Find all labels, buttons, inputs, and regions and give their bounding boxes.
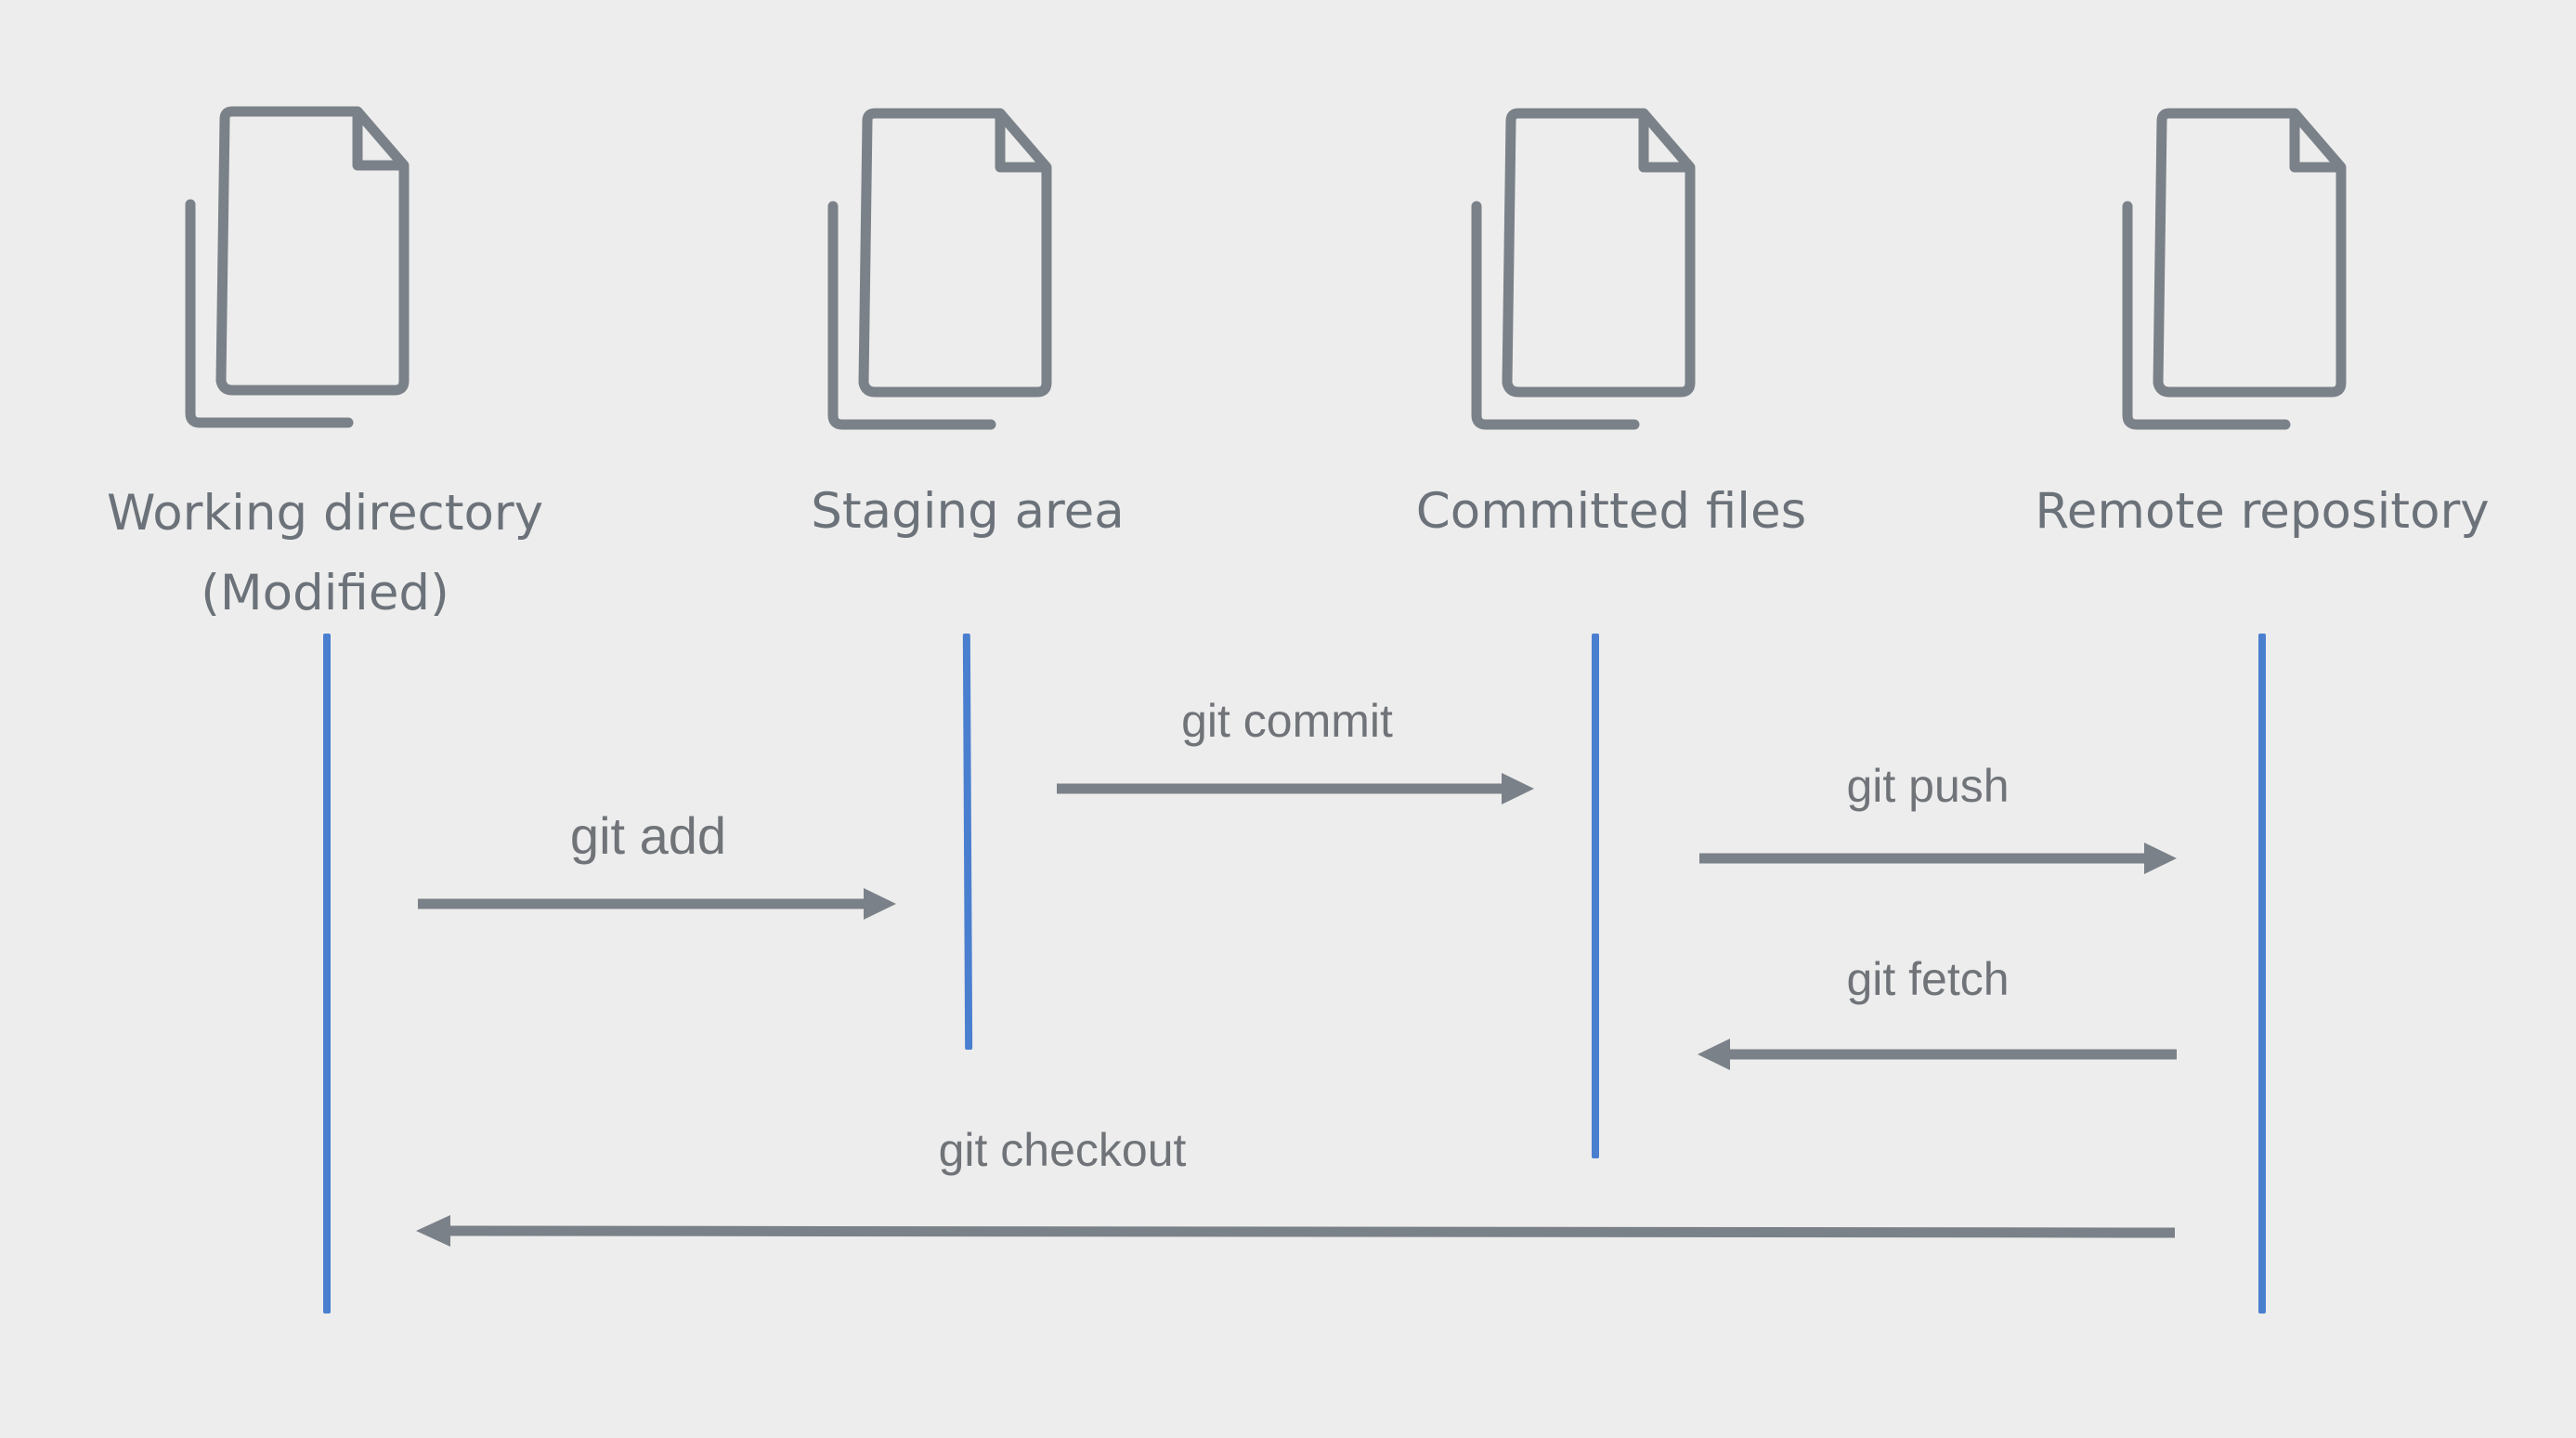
lane-title-working-directory: Working directory (Modified): [28, 474, 622, 634]
lifeline-committed-files: [1592, 634, 1599, 1158]
lane-title-line1: Staging area: [811, 483, 1125, 540]
document-stack-icon: [2122, 108, 2347, 430]
arrow-git-fetch: [1698, 1039, 2177, 1070]
document-stack-icon: [1471, 108, 1696, 430]
arrow-git-push: [1699, 843, 2177, 874]
document-stack-icon: [827, 108, 1052, 430]
arrow-git-add: [418, 888, 896, 920]
label-git-add: git add: [569, 806, 727, 865]
label-git-fetch: git fetch: [1846, 953, 2010, 1005]
document-stack-icon: [185, 106, 410, 428]
lane-title-committed-files: Committed files: [1314, 472, 1908, 552]
lifeline-remote-repository: [2258, 634, 2266, 1314]
lifeline-working-directory: [323, 634, 331, 1314]
lane-title-line1: Remote repository: [2035, 483, 2490, 540]
label-git-checkout: git checkout: [938, 1124, 1187, 1176]
label-git-push: git push: [1846, 760, 2010, 812]
lane-title-line1: Committed files: [1415, 483, 1807, 540]
arrow-git-checkout: [416, 1215, 2176, 1247]
lane-title-line1: Working directory: [106, 485, 544, 542]
lane-title-remote-repository: Remote repository: [1965, 472, 2559, 552]
lane-title-line2: (Modified): [201, 565, 449, 621]
label-git-commit: git commit: [1181, 695, 1393, 747]
lane-title-staging-area: Staging area: [670, 472, 1265, 552]
arrow-git-commit: [1057, 773, 1534, 804]
